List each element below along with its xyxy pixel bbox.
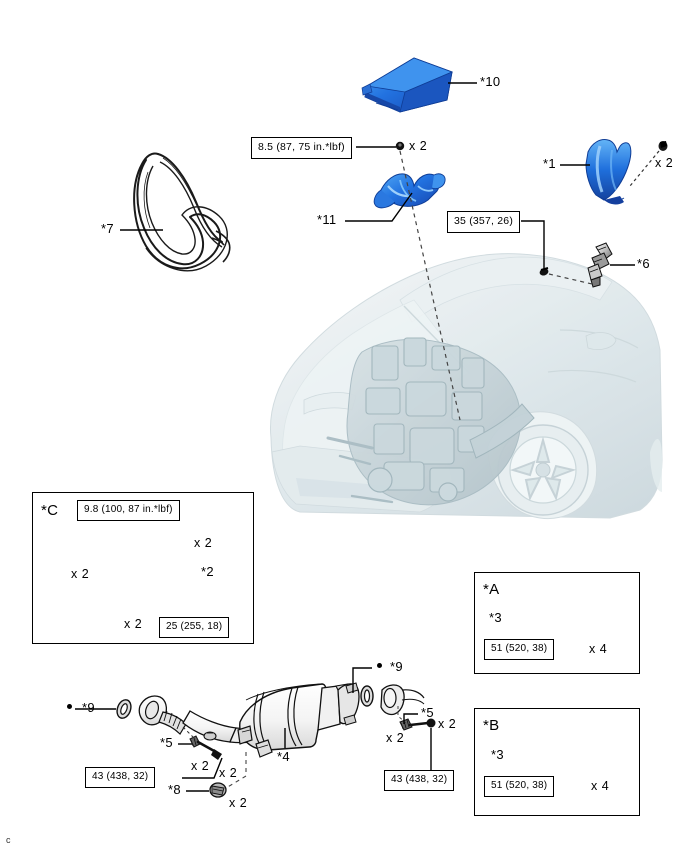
callout-11: *11 — [317, 212, 337, 227]
panel-c-label: *C — [41, 502, 59, 519]
qty-part-11: x 2 — [409, 139, 428, 153]
exhaust-bolt-left — [189, 735, 222, 760]
torque-box-43-left: 43 (438, 32) — [85, 767, 156, 788]
qty-panel-b: x 4 — [591, 779, 610, 793]
callout-3-panel-a: *3 — [489, 610, 502, 625]
qty-exhaust-left-1: x 2 — [191, 759, 210, 773]
part-11-bolt — [395, 141, 405, 151]
callout-6: *6 — [637, 256, 650, 271]
part-1-bolt — [658, 141, 668, 151]
callout-10: *10 — [480, 74, 501, 89]
panel-b-label: *B — [483, 717, 500, 734]
leader-dashed-part-11 — [399, 150, 461, 421]
panel-a-label: *A — [483, 581, 500, 598]
part-10-cover — [361, 57, 454, 113]
callout-9-left: *9 — [82, 700, 95, 715]
panel-b-frame — [474, 708, 640, 816]
torque-box-35: 35 (357, 26) — [447, 211, 521, 233]
leader-lines — [75, 82, 635, 792]
torque-box-43-right: 43 (438, 32) — [384, 770, 455, 791]
qty-part-1: x 2 — [655, 156, 674, 170]
callout-1: *1 — [543, 156, 556, 171]
qty-panel-c-bottom: x 2 — [124, 617, 143, 631]
qty-panel-a: x 4 — [589, 642, 608, 656]
part-11-bracket — [373, 173, 446, 209]
torque-box-9-8: 9.8 (100, 87 in.*lbf) — [77, 500, 180, 521]
bullet-dot-9-left — [67, 704, 72, 709]
callout-4: *4 — [277, 749, 290, 764]
callout-5-left: *5 — [160, 735, 173, 750]
footer-mark: c — [6, 835, 11, 845]
part-6-sensor — [587, 242, 613, 288]
callout-7: *7 — [101, 221, 114, 236]
exhaust-nut — [209, 782, 227, 798]
torque-box-51-panel-a: 51 (520, 38) — [484, 639, 555, 660]
torque-box-51-panel-b: 51 (520, 38) — [484, 776, 555, 797]
bullet-dot-9-right — [377, 663, 382, 668]
part-1-air-duct — [585, 139, 632, 205]
engine-ghost — [326, 337, 535, 506]
part-6-bolt — [539, 267, 549, 276]
callout-5-right: *5 — [421, 705, 434, 720]
qty-exhaust-left-2: x 2 — [219, 766, 238, 780]
callout-2: *2 — [201, 564, 214, 579]
torque-box-25: 25 (255, 18) — [159, 617, 230, 638]
qty-exhaust-right-1: x 2 — [386, 731, 405, 745]
callout-9-right: *9 — [390, 659, 403, 674]
callout-8: *8 — [168, 782, 181, 797]
part-7-drive-belt — [133, 152, 231, 272]
exhaust-bolt-right — [399, 718, 436, 731]
exhaust-gasket-left — [116, 699, 132, 719]
qty-panel-c-left: x 2 — [71, 567, 90, 581]
qty-exhaust-nut: x 2 — [229, 796, 248, 810]
vehicle-ghost — [269, 253, 663, 520]
torque-box-8-5: 8.5 (87, 75 in.*lbf) — [251, 137, 352, 159]
callout-3-panel-b: *3 — [491, 747, 504, 762]
exhaust-gasket-right — [360, 685, 374, 707]
qty-exhaust-right-2: x 2 — [438, 717, 457, 731]
qty-panel-c-top: x 2 — [194, 536, 213, 550]
